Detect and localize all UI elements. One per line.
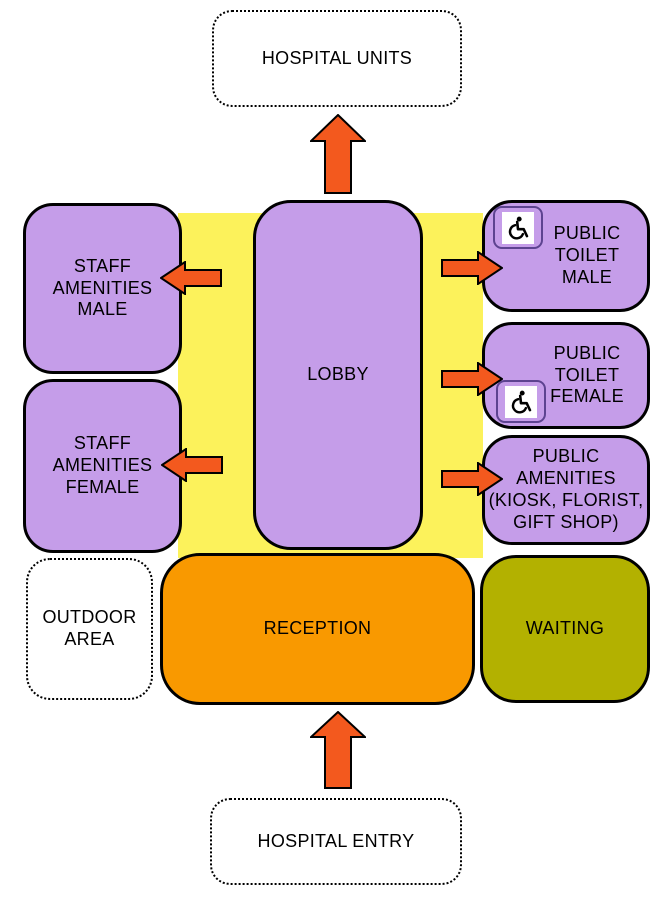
node-public-toilet-female: PUBLIC TOILET FEMALE xyxy=(482,322,650,429)
wheelchair-icon xyxy=(493,206,543,249)
node-label: RECEPTION xyxy=(263,618,372,639)
arrow-up-to-hospital-units xyxy=(310,114,366,194)
node-label: LOBBY xyxy=(307,364,369,385)
arrow-left-to-staff-male xyxy=(160,261,222,295)
arrow-up-to-reception xyxy=(310,711,366,789)
node-label: HOSPITAL ENTRY xyxy=(257,830,415,851)
wheelchair-icon xyxy=(496,380,546,423)
node-public-toilet-male: PUBLIC TOILET MALE xyxy=(482,200,650,312)
node-label: STAFF AMENITIES MALE xyxy=(52,255,153,320)
node-label: STAFF AMENITIES FEMALE xyxy=(52,433,153,497)
arrow-right-to-public-toilet-female xyxy=(441,362,503,396)
node-hospital-entry: HOSPITAL ENTRY xyxy=(210,798,462,885)
node-label: OUTDOOR AREA xyxy=(42,607,137,649)
node-label: PUBLIC TOILET MALE xyxy=(553,223,621,287)
node-staff-amenities-male: STAFF AMENITIES MALE xyxy=(23,203,182,374)
node-lobby: LOBBY xyxy=(253,200,423,550)
arrow-right-to-public-toilet-male xyxy=(441,251,503,285)
node-label: WAITING xyxy=(525,618,605,639)
node-reception: RECEPTION xyxy=(160,553,475,705)
node-outdoor-area: OUTDOOR AREA xyxy=(26,558,153,700)
arrow-left-to-staff-female xyxy=(161,448,223,482)
node-label: PUBLIC AMENITIES (KIOSK, FLORIST, GIFT S… xyxy=(488,446,644,532)
node-label: PUBLIC TOILET FEMALE xyxy=(550,342,624,407)
node-waiting: WAITING xyxy=(480,555,650,703)
arrow-right-to-public-amenities xyxy=(441,462,503,496)
node-public-amenities: PUBLIC AMENITIES (KIOSK, FLORIST, GIFT S… xyxy=(482,435,650,545)
node-staff-amenities-female: STAFF AMENITIES FEMALE xyxy=(23,379,182,553)
node-hospital-units: HOSPITAL UNITS xyxy=(212,10,462,107)
node-label: HOSPITAL UNITS xyxy=(261,47,413,68)
